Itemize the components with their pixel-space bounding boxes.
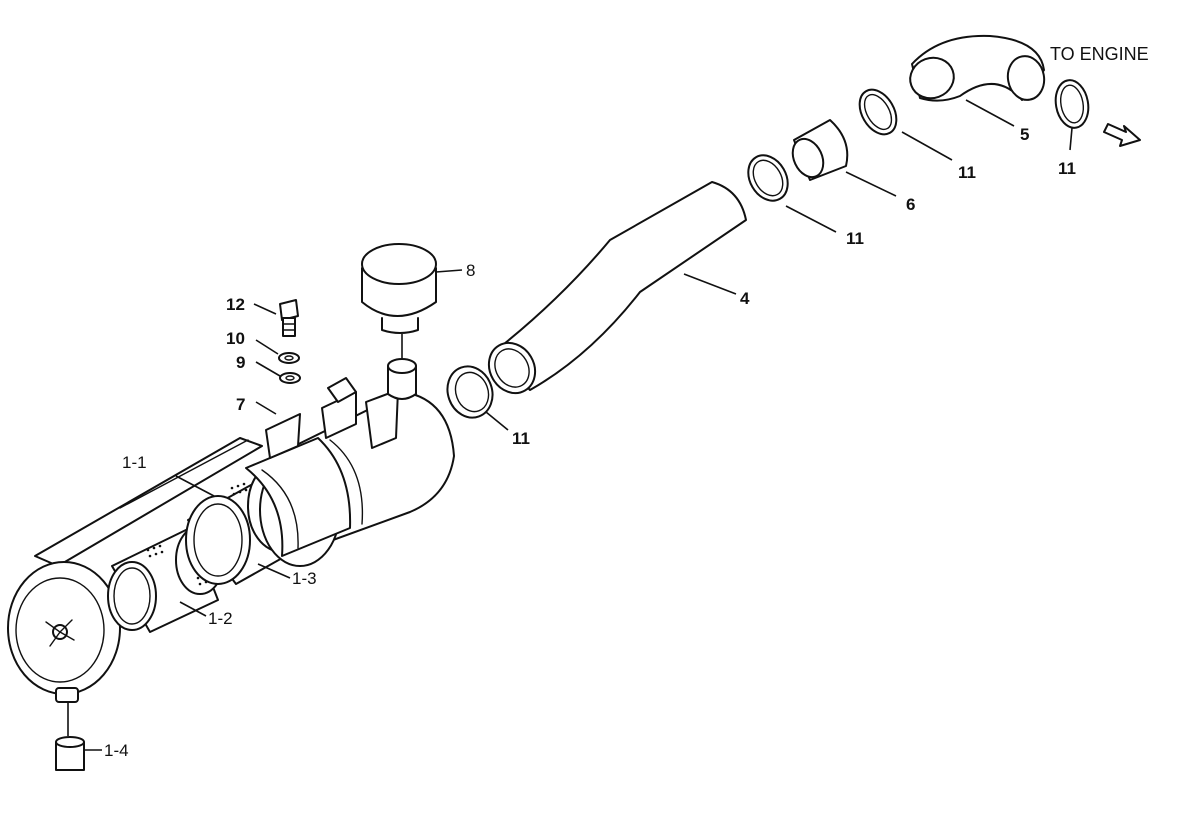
- part-intake-pipe: [387, 358, 417, 400]
- callout-1-3: 1-3: [292, 569, 317, 588]
- callout-1-4: 1-4: [104, 741, 129, 760]
- part-11-clamp-a: [446, 365, 494, 419]
- part-10-washer: [278, 352, 300, 364]
- callout-1-2: 1-2: [208, 609, 233, 628]
- part-11-clamp-b: [747, 154, 789, 202]
- leader-lines: [84, 99, 1073, 751]
- to-engine-label: TO ENGINE: [1050, 44, 1149, 64]
- part-6-connector: [791, 119, 849, 181]
- callout-6: 6: [906, 195, 915, 214]
- callout-1-1: 1-1: [122, 453, 147, 472]
- callout-11-c: 11: [958, 163, 976, 182]
- part-4-hose: [487, 181, 747, 395]
- callout-10: 10: [226, 329, 245, 348]
- part-end-cap: [7, 561, 121, 703]
- part-1-4-valve: [55, 702, 85, 771]
- arrow-right-outline-icon: [1103, 123, 1141, 147]
- part-12-bolt: [279, 299, 299, 337]
- callout-5: 5: [1020, 125, 1029, 144]
- part-cleaner-body: [245, 377, 455, 567]
- callout-7: 7: [236, 395, 245, 414]
- callout-8: 8: [466, 261, 475, 280]
- callout-12: 12: [226, 295, 245, 314]
- part-8-precleaner-cap: [361, 243, 437, 358]
- callout-11-b: 11: [846, 229, 864, 248]
- callout-11-d: 11: [1058, 159, 1076, 178]
- part-9-washer: [279, 372, 301, 384]
- callout-11-a: 11: [512, 429, 530, 448]
- part-1-1-housing: [34, 437, 263, 567]
- part-11-clamp-c: [858, 88, 898, 136]
- part-5-elbow: [909, 34, 1046, 102]
- callout-9: 9: [236, 353, 245, 372]
- part-11-clamp-d: [1054, 79, 1090, 129]
- callout-4: 4: [740, 289, 750, 308]
